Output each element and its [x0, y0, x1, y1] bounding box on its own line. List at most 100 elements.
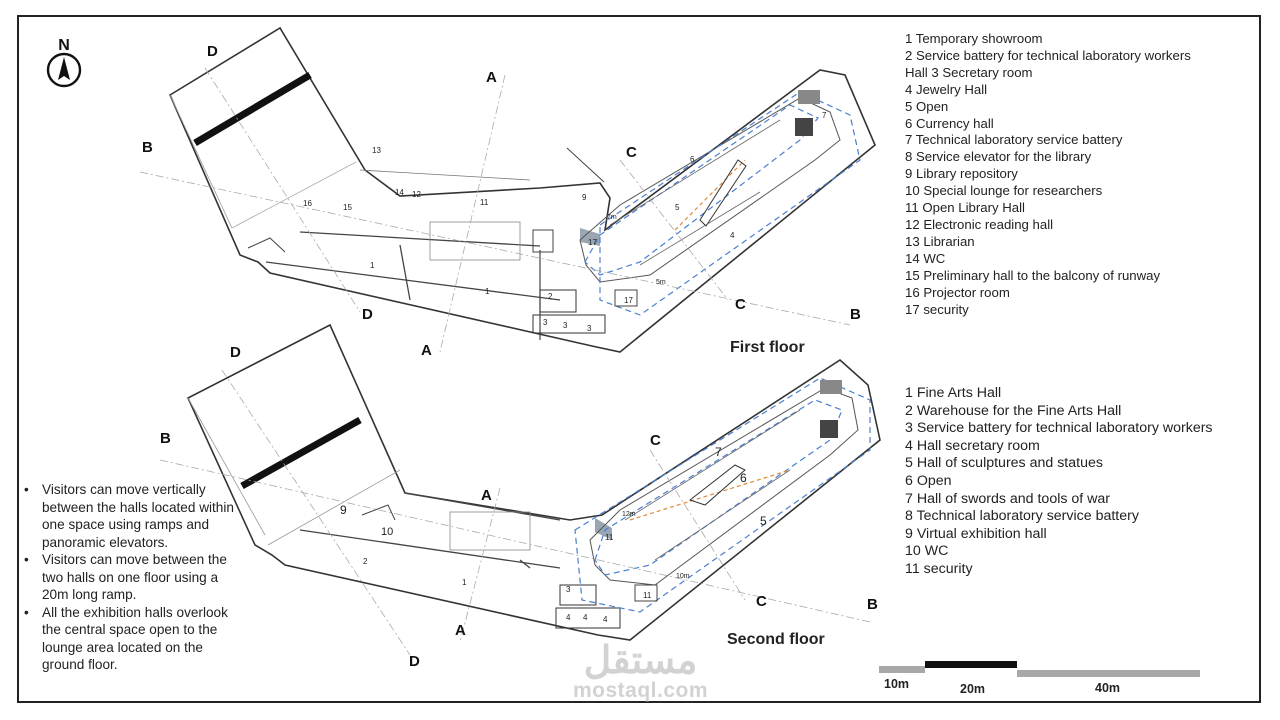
- section-mark-c: C: [735, 296, 746, 313]
- room-number: 7: [822, 111, 827, 120]
- section-mark-c: C: [756, 593, 767, 610]
- room-number: 11: [605, 533, 614, 542]
- section-mark-d: D: [409, 653, 420, 670]
- watermark-arabic: مستقل: [583, 640, 698, 682]
- legend-item: 6 Open: [905, 472, 952, 489]
- legend-item: 7 Hall of swords and tools of war: [905, 490, 1111, 507]
- legend-item: 14 WC: [905, 250, 946, 266]
- legend-item: 4 Hall secretary room: [905, 437, 1040, 454]
- room-number: 16: [303, 199, 312, 208]
- scale-label-40m: 40m: [1095, 681, 1121, 695]
- legend-item: 2 Service battery for technical laborato…: [905, 47, 1191, 63]
- section-mark-a: A: [421, 342, 432, 359]
- legend-item: 4 Jewelry Hall: [905, 81, 988, 97]
- first-floor-title: First floor: [730, 339, 805, 356]
- room-number: 14: [395, 188, 404, 197]
- first-floor-plan: 1 1 2 3 3 3 4 5 6 7 9 11 12 13 14 15 16 …: [139, 26, 876, 359]
- legend-item: 12 Electronic reading hall: [905, 216, 1054, 232]
- legend-item: 15 Preliminary hall to the balcony of ru…: [905, 267, 1161, 283]
- legend-item: 8 Service elevator for the library: [905, 149, 1092, 165]
- legend-item: 10 Special lounge for researchers: [905, 183, 1103, 199]
- room-number: 1: [485, 287, 490, 296]
- note-item: Visitors can move vertically between the…: [24, 481, 246, 551]
- north-label: N: [58, 37, 70, 54]
- sheet-frame: [17, 15, 1261, 703]
- scale-label-10m: 10m: [884, 677, 910, 691]
- room-number: 6: [690, 155, 695, 164]
- room-number: 4: [603, 615, 608, 624]
- scale-bar: [879, 661, 1200, 677]
- ramp-length-label: 12m: [622, 511, 636, 518]
- ramp-length-label: 10m: [676, 573, 690, 580]
- room-number: 4: [566, 613, 571, 622]
- room-number: 3: [587, 324, 592, 333]
- legend-item: 1 Temporary showroom: [905, 31, 1043, 46]
- room-number: 10: [381, 526, 393, 538]
- room-number: 1: [370, 261, 375, 270]
- section-mark-b: B: [850, 306, 861, 323]
- legend-item: Hall 3 Secretary room: [905, 64, 1033, 80]
- section-mark-d: D: [362, 306, 373, 323]
- room-number: 17: [624, 296, 633, 305]
- scale-label-20m: 20m: [960, 682, 986, 696]
- section-mark-d: D: [230, 344, 241, 361]
- watermark-latin: mostaql.com: [572, 679, 709, 702]
- room-number: 2: [363, 557, 368, 566]
- legend-item: 6 Currency hall: [905, 115, 994, 131]
- note-item: Visitors can move between the two halls …: [24, 551, 246, 604]
- legend-item: 9 Library repository: [905, 166, 1018, 182]
- design-notes: Visitors can move vertically between the…: [24, 481, 246, 674]
- ramp-length-label: 5m: [656, 279, 666, 286]
- legend-item: 7 Technical laboratory service battery: [905, 132, 1123, 148]
- section-mark-b: B: [867, 596, 878, 613]
- room-number: 9: [582, 193, 587, 202]
- room-number: 3: [543, 318, 548, 327]
- section-mark-b: B: [142, 139, 153, 156]
- room-number: 11: [643, 591, 652, 600]
- room-number: 4: [730, 231, 735, 240]
- room-number: 3: [566, 585, 571, 594]
- section-mark-a: A: [486, 69, 497, 86]
- ramp-length-label: 7m: [607, 214, 617, 221]
- legend-item: 2 Warehouse for the Fine Arts Hall: [905, 402, 1122, 419]
- legend-item: 5 Hall of sculptures and statues: [905, 455, 1103, 472]
- room-number: 15: [343, 203, 352, 212]
- legend-item: 9 Virtual exhibition hall: [905, 525, 1047, 542]
- legend-item: 17 security: [905, 301, 969, 317]
- room-number: 7: [715, 445, 722, 459]
- legend-item: 8 Technical laboratory service battery: [905, 508, 1139, 525]
- legend-item: 11 Open Library Hall: [905, 200, 1025, 216]
- note-item: All the exhibition halls overlook the ce…: [24, 604, 246, 674]
- room-number: 1: [462, 578, 467, 587]
- legend-item: 1 Fine Arts Hall: [905, 385, 1002, 401]
- room-number: 11: [480, 198, 489, 207]
- legend-item: 3 Service battery for technical laborato…: [905, 420, 1213, 437]
- legend-item: 5 Open: [905, 98, 949, 114]
- section-mark-d: D: [207, 43, 218, 60]
- legend-item: 11 security: [905, 560, 973, 577]
- second-floor-title: Second floor: [727, 631, 825, 648]
- legend-item: 13 Librarian: [905, 233, 975, 249]
- section-mark-a: A: [481, 487, 492, 504]
- section-mark-c: C: [626, 144, 637, 161]
- section-mark-c: C: [650, 432, 661, 449]
- room-number: 4: [583, 613, 588, 622]
- room-number: 5: [760, 514, 767, 528]
- watermark-logo: مستقل mostaql.com: [563, 642, 718, 702]
- north-arrow-icon: N: [46, 37, 82, 88]
- room-number: 12: [412, 190, 421, 199]
- second-floor-plan: 1 2 3 4 4 4 5 6 7 9 10 11 11 12m 10m D D…: [159, 323, 881, 670]
- room-number: 17: [588, 238, 597, 247]
- room-number: 5: [675, 203, 680, 212]
- room-number: 13: [372, 146, 381, 155]
- room-number: 2: [548, 292, 553, 301]
- room-number: 3: [563, 321, 568, 330]
- legend-item: 16 Projector room: [905, 284, 1010, 300]
- room-number: 9: [340, 503, 347, 517]
- legend-item: 10 WC: [905, 543, 949, 560]
- section-mark-b: B: [160, 430, 171, 447]
- section-mark-a: A: [455, 622, 466, 639]
